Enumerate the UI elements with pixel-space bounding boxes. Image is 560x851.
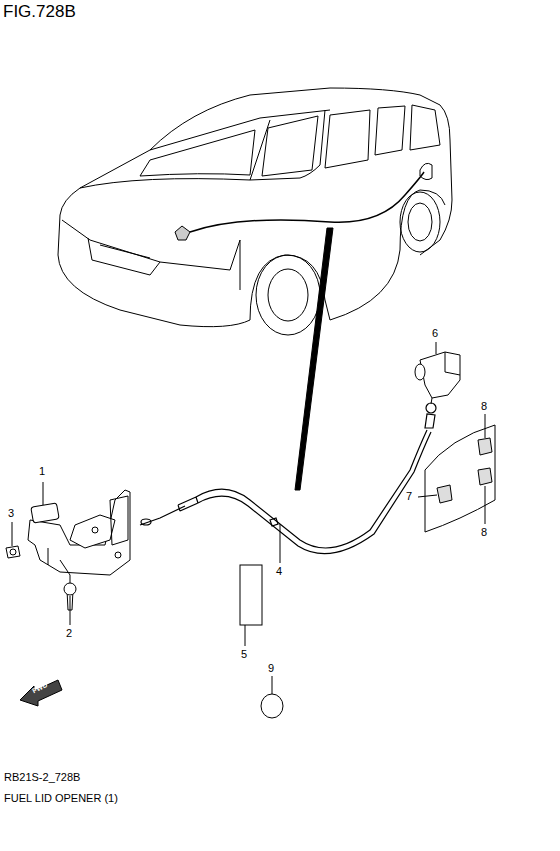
callout-number: 6: [432, 328, 438, 339]
fuel-lid: [425, 425, 495, 532]
callout-number: 3: [8, 508, 14, 519]
callout-number: 4: [276, 566, 282, 577]
callout-number: 8: [481, 401, 487, 412]
callout-number: 2: [66, 628, 72, 639]
callout-number: 7: [406, 491, 412, 502]
callout-number: 8: [481, 527, 487, 538]
car-outline: [58, 88, 452, 335]
opener-cable: [140, 403, 436, 554]
callout-number: 9: [268, 663, 274, 674]
caution-label: [240, 565, 262, 625]
figure-caption: RB21S-2_728B: [4, 772, 80, 783]
leader-lines: [12, 342, 485, 694]
fwd-arrow: [20, 680, 62, 706]
figure-caption: FUEL LID OPENER (1): [4, 793, 118, 804]
plug: [261, 694, 283, 718]
lid-actuator: [415, 352, 460, 404]
callout-number: 5: [241, 649, 247, 660]
pointer-wedge: [295, 228, 333, 490]
figure-title: FIG.728B: [3, 3, 76, 20]
opener-lever: [6, 490, 130, 610]
callout-number: 1: [39, 466, 45, 477]
